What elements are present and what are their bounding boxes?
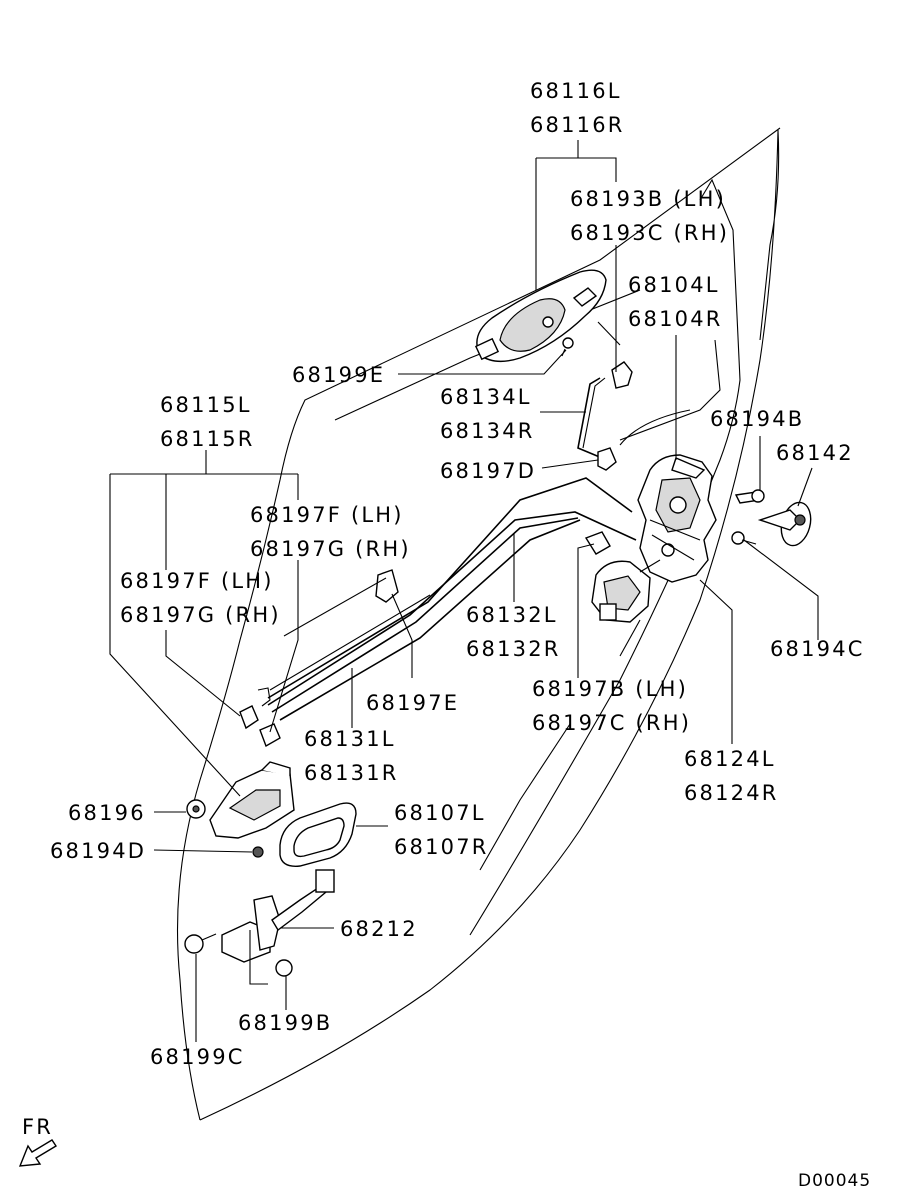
label-68132r: 68132R [466, 637, 561, 661]
label-68194d: 68194D [50, 839, 146, 863]
leader-lines [109, 140, 819, 1042]
label-68134r: 68134R [440, 419, 535, 443]
clips-68197f [239, 687, 281, 748]
label-68193b: 68193B (LH) [570, 187, 726, 211]
label-68107l: 68107L [394, 801, 486, 825]
label-68197e: 68197E [366, 691, 459, 715]
label-68197c: 68197C (RH) [532, 711, 691, 735]
bolt-68199c [184, 933, 217, 954]
label-68199b: 68199B [238, 1011, 332, 1035]
door-lock-actuator [591, 559, 661, 623]
label-68197b: 68197B (LH) [532, 677, 688, 701]
label-68124r: 68124R [684, 781, 779, 805]
cap-68196 [186, 799, 206, 819]
label-68104l: 68104L [628, 273, 720, 297]
label-68115r: 68115R [160, 427, 255, 451]
label-68107r: 68107R [394, 835, 489, 859]
label-fr: FR [22, 1115, 53, 1139]
door-striker [757, 501, 812, 547]
outside-door-handle [474, 269, 607, 363]
inside-door-handle [209, 761, 295, 839]
door-latch-assembly [637, 454, 717, 583]
bolt-68199b [275, 959, 293, 977]
clip-68197b [584, 531, 611, 555]
label-68199e: 68199E [292, 363, 385, 387]
bolt-68194c [731, 531, 757, 545]
label-68196: 68196 [68, 801, 146, 825]
label-68194c: 68194C [770, 637, 865, 661]
bolt-68194b [734, 489, 765, 504]
rod-68134 [577, 377, 606, 459]
label-68142: 68142 [776, 441, 854, 465]
label-68115l: 68115L [160, 393, 252, 417]
label-68134l: 68134L [440, 385, 532, 409]
label-68197g-top: 68197G (RH) [250, 537, 411, 561]
label-68116l: 68116L [530, 79, 622, 103]
clip-68197d [597, 447, 617, 471]
label-68116r: 68116R [530, 113, 625, 137]
door-panel-outline [176, 127, 781, 1121]
part-labels: 68116L 68116R 68193B (LH) 68193C (RH) 68… [22, 79, 871, 1187]
inside-handle-bezel [279, 802, 357, 867]
screw-68194d [252, 846, 264, 858]
diagram-code: D00045 [798, 1171, 871, 1187]
door-check [221, 869, 335, 963]
label-68131l: 68131L [304, 727, 396, 751]
label-68194b: 68194B [710, 407, 804, 431]
label-68212: 68212 [340, 917, 418, 941]
label-68104r: 68104R [628, 307, 723, 331]
clip-68197e [375, 569, 399, 603]
label-68199c: 68199C [150, 1045, 245, 1069]
label-68124l: 68124L [684, 747, 776, 771]
label-68131r: 68131R [304, 761, 399, 785]
label-68197d: 68197D [440, 459, 536, 483]
label-68197g-mid: 68197G (RH) [120, 603, 281, 627]
handle-clip-68193 [597, 321, 633, 389]
rods-68131-68132 [267, 477, 637, 721]
label-68197f-top: 68197F (LH) [250, 503, 404, 527]
label-68193c: 68193C (RH) [570, 221, 729, 245]
label-68197f-mid: 68197F (LH) [120, 569, 274, 593]
front-direction-arrow [18, 1139, 57, 1167]
label-68132l: 68132L [466, 603, 558, 627]
